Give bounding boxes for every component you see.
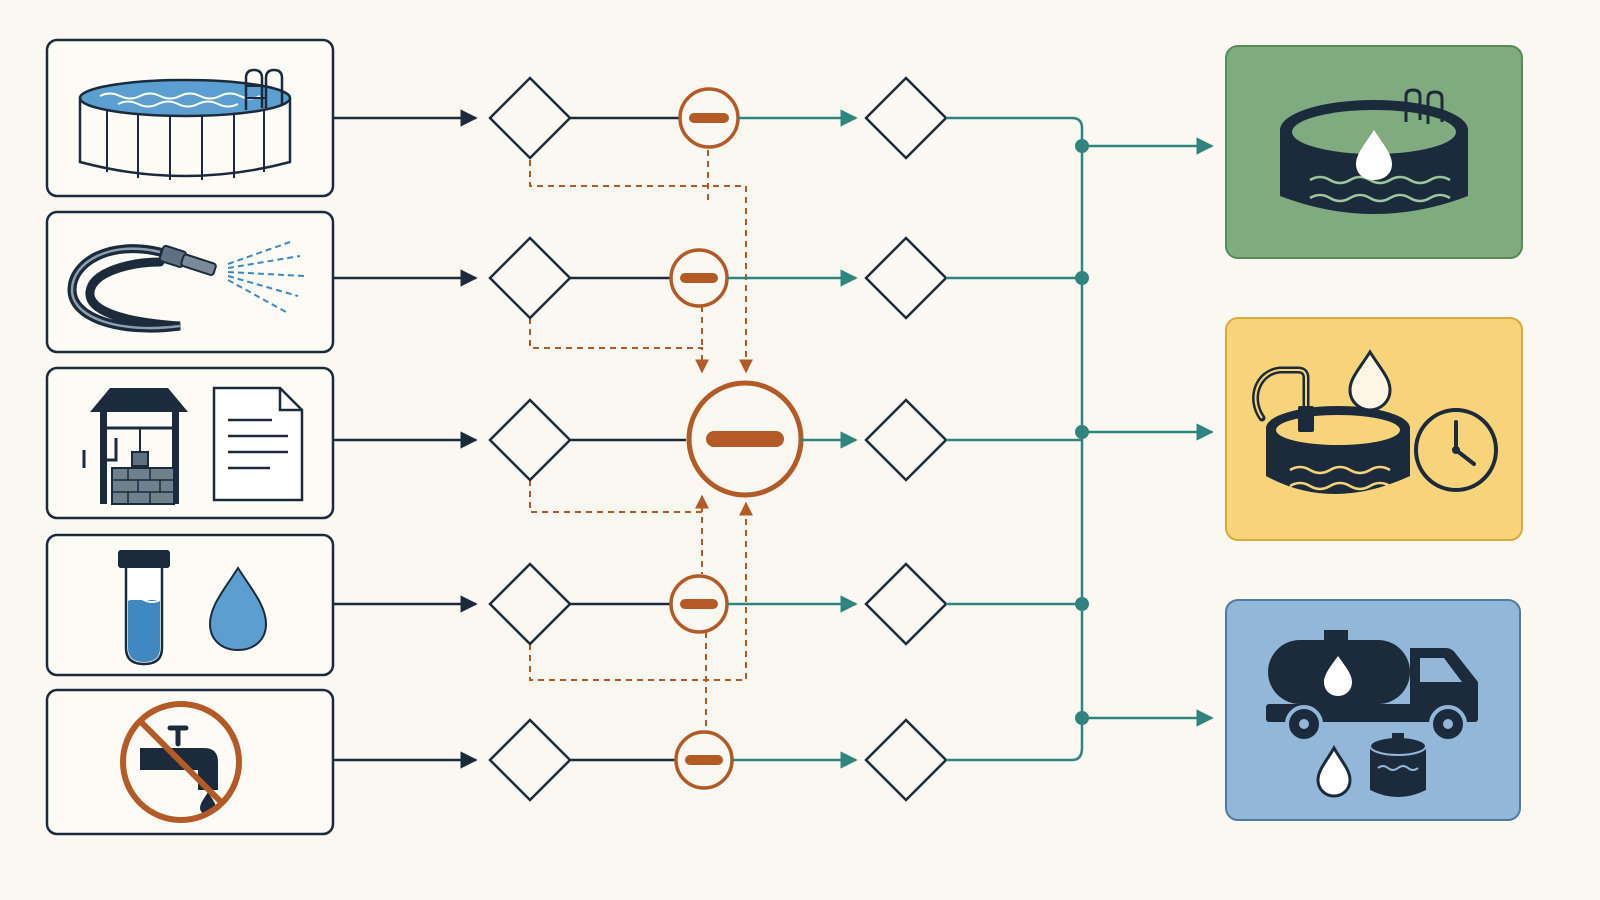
output-bus bbox=[946, 116, 1084, 762]
above-ground-pool-icon bbox=[78, 68, 292, 180]
outcome-box-water-delivery bbox=[1225, 599, 1521, 821]
bus-to-outcome-arrows bbox=[1082, 137, 1214, 727]
input-box-above-ground-pool bbox=[45, 38, 335, 198]
decision-diamonds-input bbox=[488, 76, 572, 802]
minus-nodes bbox=[669, 87, 804, 790]
water-drop-icon bbox=[1356, 130, 1392, 180]
document-icon bbox=[212, 386, 304, 502]
decision-diamonds-output bbox=[864, 76, 948, 802]
outcome-box-slow-fill bbox=[1225, 317, 1523, 541]
water-well-icon bbox=[82, 388, 188, 505]
water-drop-icon bbox=[1316, 744, 1352, 798]
minus-node-central bbox=[686, 380, 804, 498]
garden-hose-spray-icon bbox=[67, 241, 305, 333]
minus-node-4 bbox=[669, 574, 729, 634]
clock-icon bbox=[1414, 408, 1498, 492]
input-to-decision-arrows bbox=[333, 109, 478, 769]
outcome-box-filled-pool bbox=[1225, 45, 1523, 259]
input-box-well-and-document bbox=[45, 366, 335, 520]
water-tanker-truck-icon bbox=[1266, 630, 1478, 743]
minus-node-5 bbox=[674, 730, 734, 790]
minus-to-decision-arrows bbox=[727, 109, 858, 769]
no-tap-water-icon bbox=[120, 701, 242, 823]
decision-to-minus-lines bbox=[568, 116, 686, 762]
water-drop-icon bbox=[208, 566, 268, 652]
water-tank-icon bbox=[1369, 733, 1427, 797]
minus-node-1 bbox=[678, 87, 740, 149]
water-drop-icon bbox=[1348, 349, 1392, 412]
input-box-water-test bbox=[45, 533, 335, 677]
input-box-no-tap-water bbox=[45, 688, 335, 836]
input-box-garden-hose bbox=[45, 210, 335, 354]
test-tube-icon bbox=[118, 550, 170, 666]
hose-filling-pool-icon bbox=[1252, 366, 1410, 494]
minus-node-2 bbox=[669, 248, 729, 308]
